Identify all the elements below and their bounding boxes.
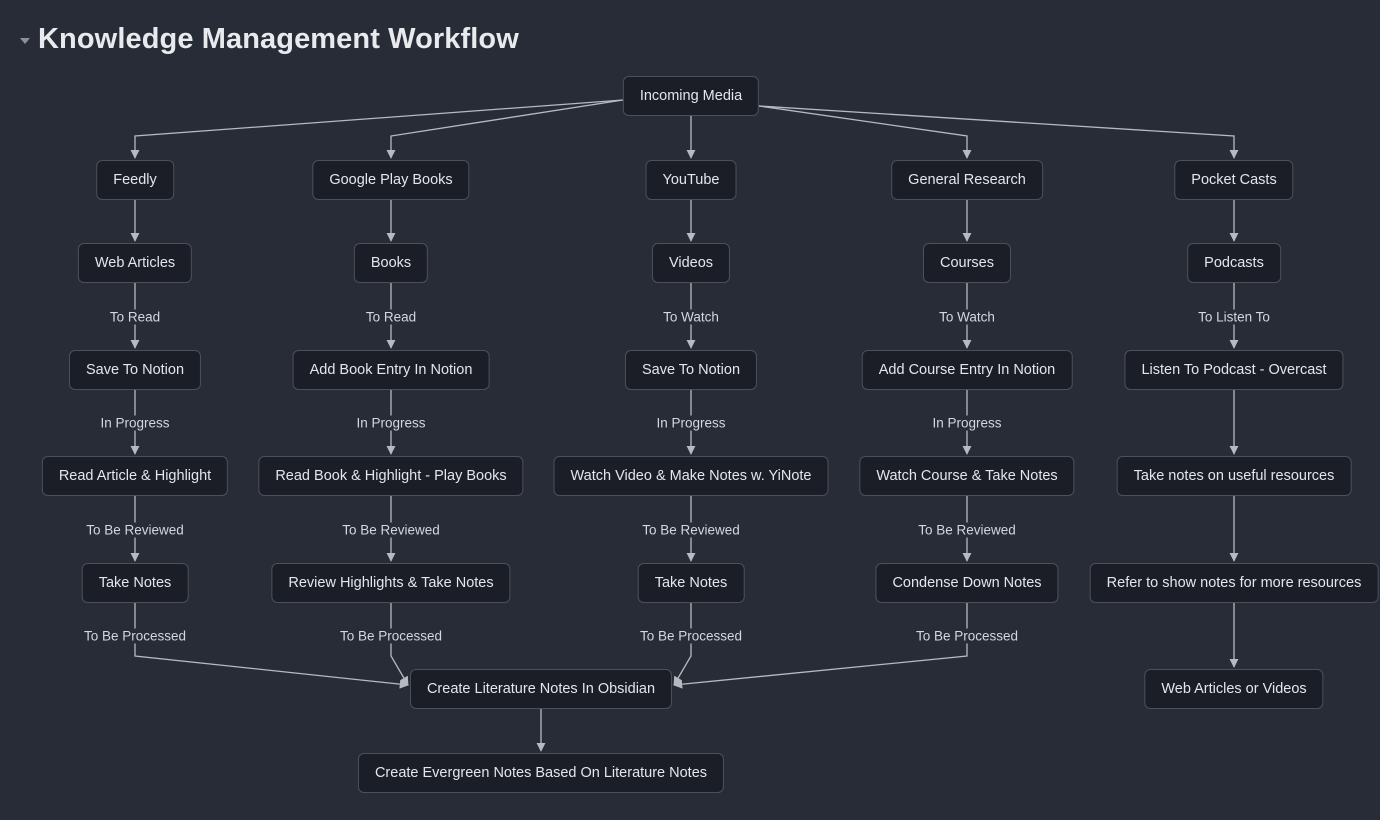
node-takenotes2[interactable]: Take Notes xyxy=(637,563,745,603)
page-title: Knowledge Management Workflow xyxy=(38,22,519,55)
node-label: Incoming Media xyxy=(639,88,743,104)
edge-takenotes1-to-litnotes xyxy=(134,603,409,689)
node-label: Read Article & Highlight xyxy=(58,468,212,484)
node-label: Take Notes xyxy=(98,575,172,591)
edge-label: To Be Reviewed xyxy=(339,522,443,538)
node-label: General Research xyxy=(908,172,1026,188)
node-label: Create Evergreen Notes Based On Literatu… xyxy=(374,765,708,781)
edge-label: In Progress xyxy=(97,415,173,431)
node-takenotes1[interactable]: Take Notes xyxy=(81,563,189,603)
node-label: Podcasts xyxy=(1204,255,1264,271)
node-condense[interactable]: Condense Down Notes xyxy=(875,563,1059,603)
node-label: Courses xyxy=(940,255,994,271)
node-label: Take notes on useful resources xyxy=(1133,468,1335,484)
edge-condense-to-litnotes xyxy=(673,603,968,689)
edge-incoming-to-genresearch xyxy=(758,105,972,159)
edge-incoming-to-gplaybooks xyxy=(386,99,624,159)
node-readbook[interactable]: Read Book & Highlight - Play Books xyxy=(258,456,524,496)
node-refershownotes[interactable]: Refer to show notes for more resources xyxy=(1089,563,1379,603)
edge-label: To Be Processed xyxy=(912,628,1022,644)
node-label: Google Play Books xyxy=(329,172,453,188)
node-label: Condense Down Notes xyxy=(892,575,1042,591)
node-label: Watch Video & Make Notes w. YiNote xyxy=(570,468,812,484)
node-listenpodcast[interactable]: Listen To Podcast - Overcast xyxy=(1124,350,1344,390)
edge-incoming-to-pocketcasts xyxy=(758,105,1239,159)
node-watchcourse[interactable]: Watch Course & Take Notes xyxy=(859,456,1075,496)
node-incoming[interactable]: Incoming Media xyxy=(622,76,760,116)
edge-label: To Watch xyxy=(936,309,998,325)
node-label: Save To Notion xyxy=(641,362,741,378)
edge-label: To Be Reviewed xyxy=(83,522,187,538)
edge-takenotes2-to-litnotes xyxy=(673,603,692,686)
node-evergreen[interactable]: Create Evergreen Notes Based On Literatu… xyxy=(357,753,725,793)
node-litnotes[interactable]: Create Literature Notes In Obsidian xyxy=(409,669,673,709)
edge-incoming-to-feedly xyxy=(130,99,624,159)
node-watchvideo[interactable]: Watch Video & Make Notes w. YiNote xyxy=(553,456,829,496)
node-youtube[interactable]: YouTube xyxy=(645,160,737,200)
edge-label: In Progress xyxy=(929,415,1005,431)
edge-label: To Read xyxy=(106,309,164,325)
node-pocketcasts[interactable]: Pocket Casts xyxy=(1174,160,1294,200)
node-addbook[interactable]: Add Book Entry In Notion xyxy=(292,350,490,390)
node-label: Feedly xyxy=(113,172,157,188)
node-label: Books xyxy=(370,255,412,271)
edge-label: To Be Processed xyxy=(336,628,446,644)
node-label: Refer to show notes for more resources xyxy=(1106,575,1362,591)
node-feedly[interactable]: Feedly xyxy=(96,160,174,200)
node-label: Web Articles or Videos xyxy=(1161,681,1307,697)
node-books[interactable]: Books xyxy=(353,243,429,283)
node-label: Save To Notion xyxy=(85,362,185,378)
chevron-down-icon[interactable] xyxy=(20,38,30,44)
edge-label: To Be Processed xyxy=(636,628,746,644)
node-readarticle[interactable]: Read Article & Highlight xyxy=(41,456,229,496)
node-videos[interactable]: Videos xyxy=(651,243,731,283)
node-webarticles[interactable]: Web Articles xyxy=(77,243,193,283)
node-takenotesres[interactable]: Take notes on useful resources xyxy=(1116,456,1352,496)
edge-label: To Be Reviewed xyxy=(915,522,1019,538)
edge-reviewhl-to-litnotes xyxy=(390,603,409,686)
node-label: Pocket Casts xyxy=(1191,172,1277,188)
node-podcasts[interactable]: Podcasts xyxy=(1187,243,1281,283)
node-addcourse[interactable]: Add Course Entry In Notion xyxy=(861,350,1073,390)
node-gplaybooks[interactable]: Google Play Books xyxy=(312,160,470,200)
edge-label: To Watch xyxy=(660,309,722,325)
page-title-row: Knowledge Management Workflow xyxy=(20,20,519,58)
node-savenotion2[interactable]: Save To Notion xyxy=(624,350,758,390)
edge-label: In Progress xyxy=(353,415,429,431)
node-savenotion1[interactable]: Save To Notion xyxy=(68,350,202,390)
node-label: Create Literature Notes In Obsidian xyxy=(426,681,656,697)
edge-label: To Be Processed xyxy=(80,628,190,644)
node-label: Add Book Entry In Notion xyxy=(309,362,473,378)
edge-label: In Progress xyxy=(653,415,729,431)
node-label: Review Highlights & Take Notes xyxy=(288,575,494,591)
node-genresearch[interactable]: General Research xyxy=(891,160,1043,200)
edge-label: To Read xyxy=(362,309,420,325)
node-courses[interactable]: Courses xyxy=(923,243,1011,283)
node-label: Videos xyxy=(668,255,714,271)
node-label: Listen To Podcast - Overcast xyxy=(1141,362,1327,378)
node-label: Web Articles xyxy=(94,255,176,271)
node-label: Read Book & Highlight - Play Books xyxy=(275,468,507,484)
node-label: Take Notes xyxy=(654,575,728,591)
node-label: Watch Course & Take Notes xyxy=(876,468,1058,484)
edge-label: To Listen To xyxy=(1195,309,1273,325)
node-webartvideos[interactable]: Web Articles or Videos xyxy=(1144,669,1324,709)
node-label: YouTube xyxy=(662,172,720,188)
edge-label: To Be Reviewed xyxy=(639,522,743,538)
node-label: Add Course Entry In Notion xyxy=(878,362,1056,378)
node-reviewhl[interactable]: Review Highlights & Take Notes xyxy=(271,563,511,603)
